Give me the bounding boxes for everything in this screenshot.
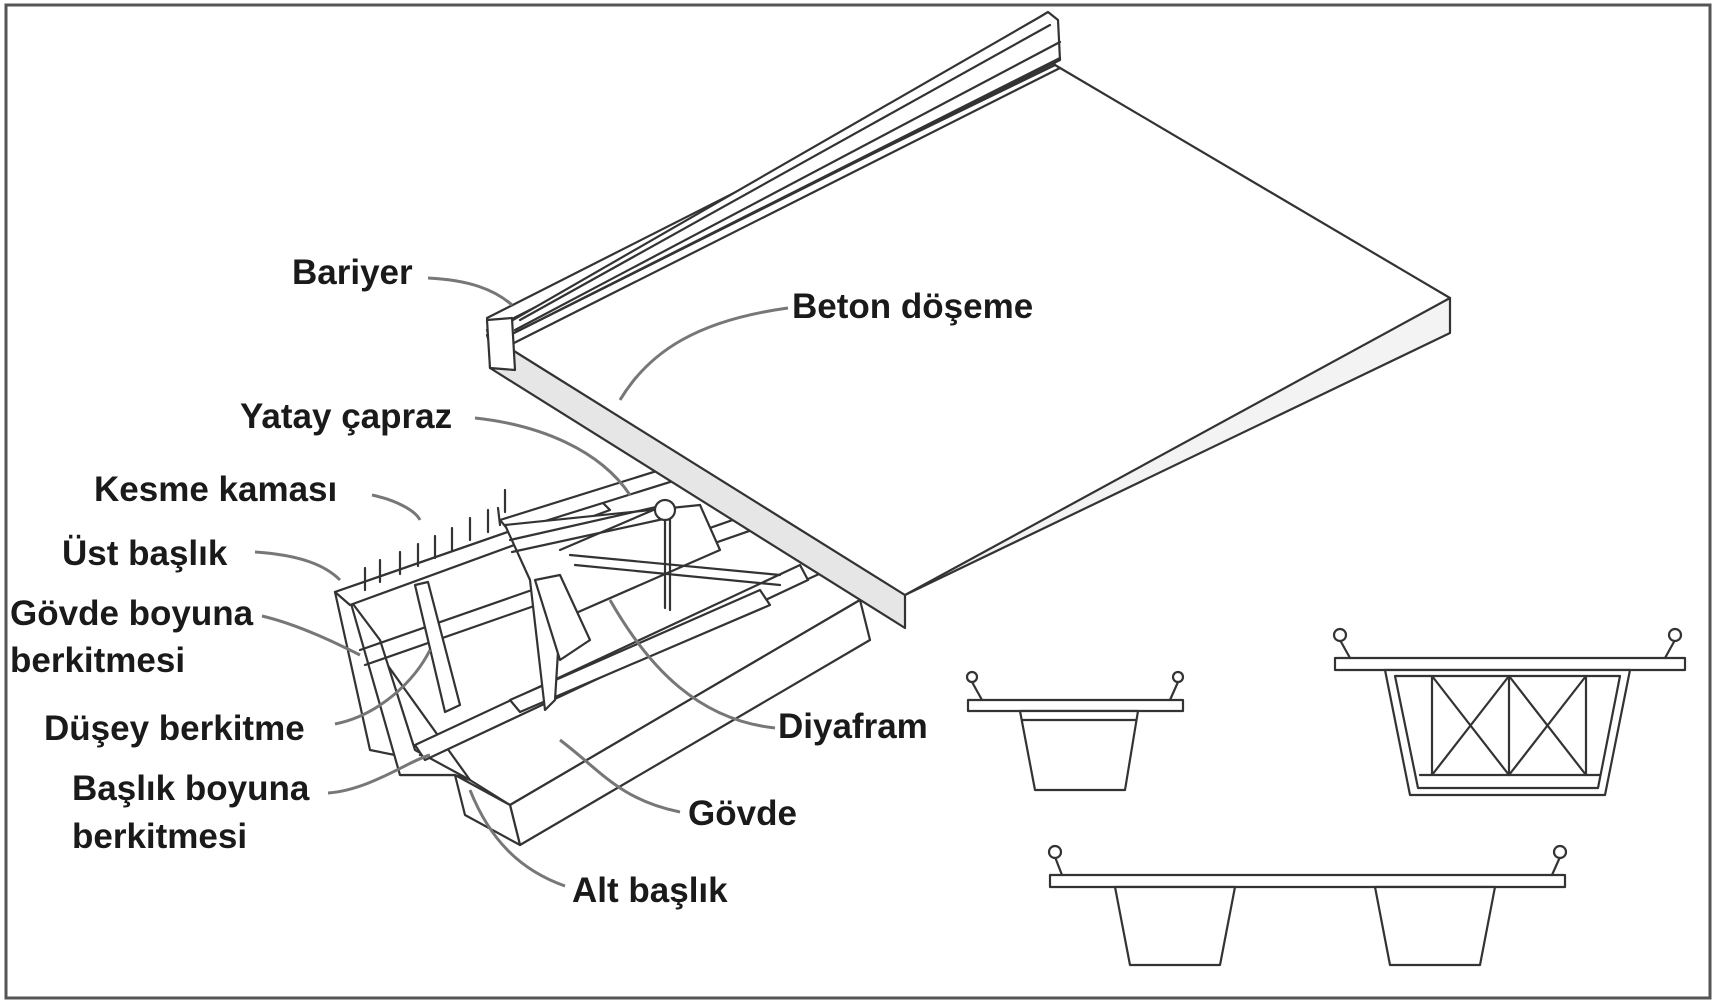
label-dusey-berkitme: Düşey berkitme: [44, 709, 305, 748]
label-govde-boyuna-1: Gövde boyuna: [10, 594, 254, 633]
label-bariyer: Bariyer: [292, 253, 413, 292]
label-baslik-boyuna-2: berkitmesi: [72, 817, 248, 856]
section-single-box: [965, 670, 1185, 792]
label-beton-doseme: Beton döşeme: [792, 287, 1034, 326]
label-diyafram: Diyafram: [778, 707, 928, 746]
label-alt-baslik: Alt başlık: [572, 871, 728, 910]
concrete-slab: [485, 10, 1452, 630]
leader-lines: [254, 276, 789, 888]
label-govde-boyuna-2: berkitmesi: [10, 641, 186, 680]
border: [4, 3, 1712, 1000]
section-trussed-box: [1332, 627, 1687, 797]
label-baslik-boyuna-1: Başlık boyuna: [72, 769, 310, 808]
label-yatay-capraz: Yatay çapraz: [240, 397, 453, 436]
section-twin-box: [1047, 844, 1568, 967]
label-kesme-kamasi: Kesme kaması: [94, 470, 338, 509]
label-ust-baslik: Üst başlık: [62, 534, 228, 573]
label-govde: Gövde: [688, 794, 797, 833]
